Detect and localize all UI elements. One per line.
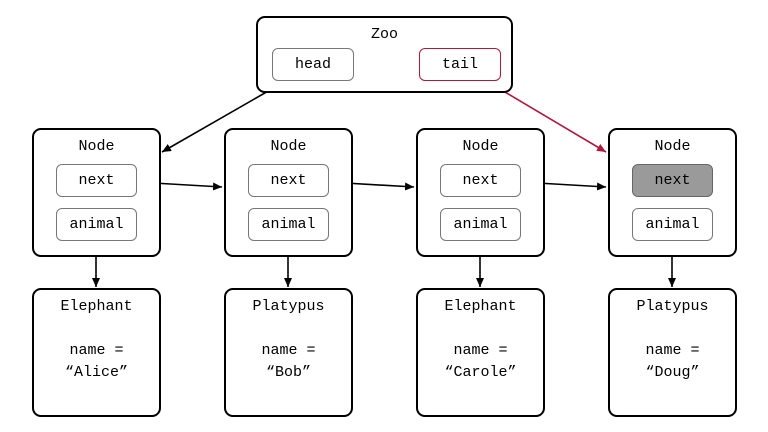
animal-name-value: “Carole” bbox=[444, 364, 517, 381]
animal-box: Platypus name = “Bob” bbox=[224, 288, 353, 417]
node-title: Node bbox=[270, 138, 307, 155]
animal-field: animal bbox=[440, 208, 521, 241]
tail-pointer-arrow bbox=[487, 81, 607, 153]
node-title: Node bbox=[78, 138, 115, 155]
next-field: next bbox=[56, 164, 137, 197]
animal-field: animal bbox=[632, 208, 713, 241]
tail-field: tail bbox=[419, 48, 501, 81]
next-field: next bbox=[248, 164, 329, 197]
animal-name-label: name = bbox=[261, 342, 316, 359]
animal-name-value: “Doug” bbox=[645, 364, 700, 381]
head-pointer-arrow bbox=[161, 81, 285, 153]
next-field: next bbox=[440, 164, 521, 197]
animal-box: Elephant name = “Carole” bbox=[416, 288, 545, 417]
animal-name-value: “Alice” bbox=[64, 364, 128, 381]
animal-box: Elephant name = “Alice” bbox=[32, 288, 161, 417]
zoo-box: Zoo head tail bbox=[256, 16, 513, 93]
animal-type: Elephant bbox=[444, 298, 517, 315]
animal-type: Elephant bbox=[60, 298, 133, 315]
head-field: head bbox=[272, 48, 354, 81]
animal-field: animal bbox=[56, 208, 137, 241]
node-box: Node next animal bbox=[608, 128, 737, 257]
node-box: Node next animal bbox=[224, 128, 353, 257]
node-box: Node next animal bbox=[416, 128, 545, 257]
node-title: Node bbox=[462, 138, 499, 155]
animal-type: Platypus bbox=[636, 298, 709, 315]
next-field-null: next bbox=[632, 164, 713, 197]
node-title: Node bbox=[654, 138, 691, 155]
animal-name-label: name = bbox=[69, 342, 124, 359]
animal-type: Platypus bbox=[252, 298, 325, 315]
animal-field: animal bbox=[248, 208, 329, 241]
animal-name-label: name = bbox=[453, 342, 508, 359]
animal-box: Platypus name = “Doug” bbox=[608, 288, 737, 417]
node-box: Node next animal bbox=[32, 128, 161, 257]
zoo-title: Zoo bbox=[370, 26, 398, 43]
animal-name-value: “Bob” bbox=[265, 364, 311, 381]
animal-name-label: name = bbox=[645, 342, 700, 359]
